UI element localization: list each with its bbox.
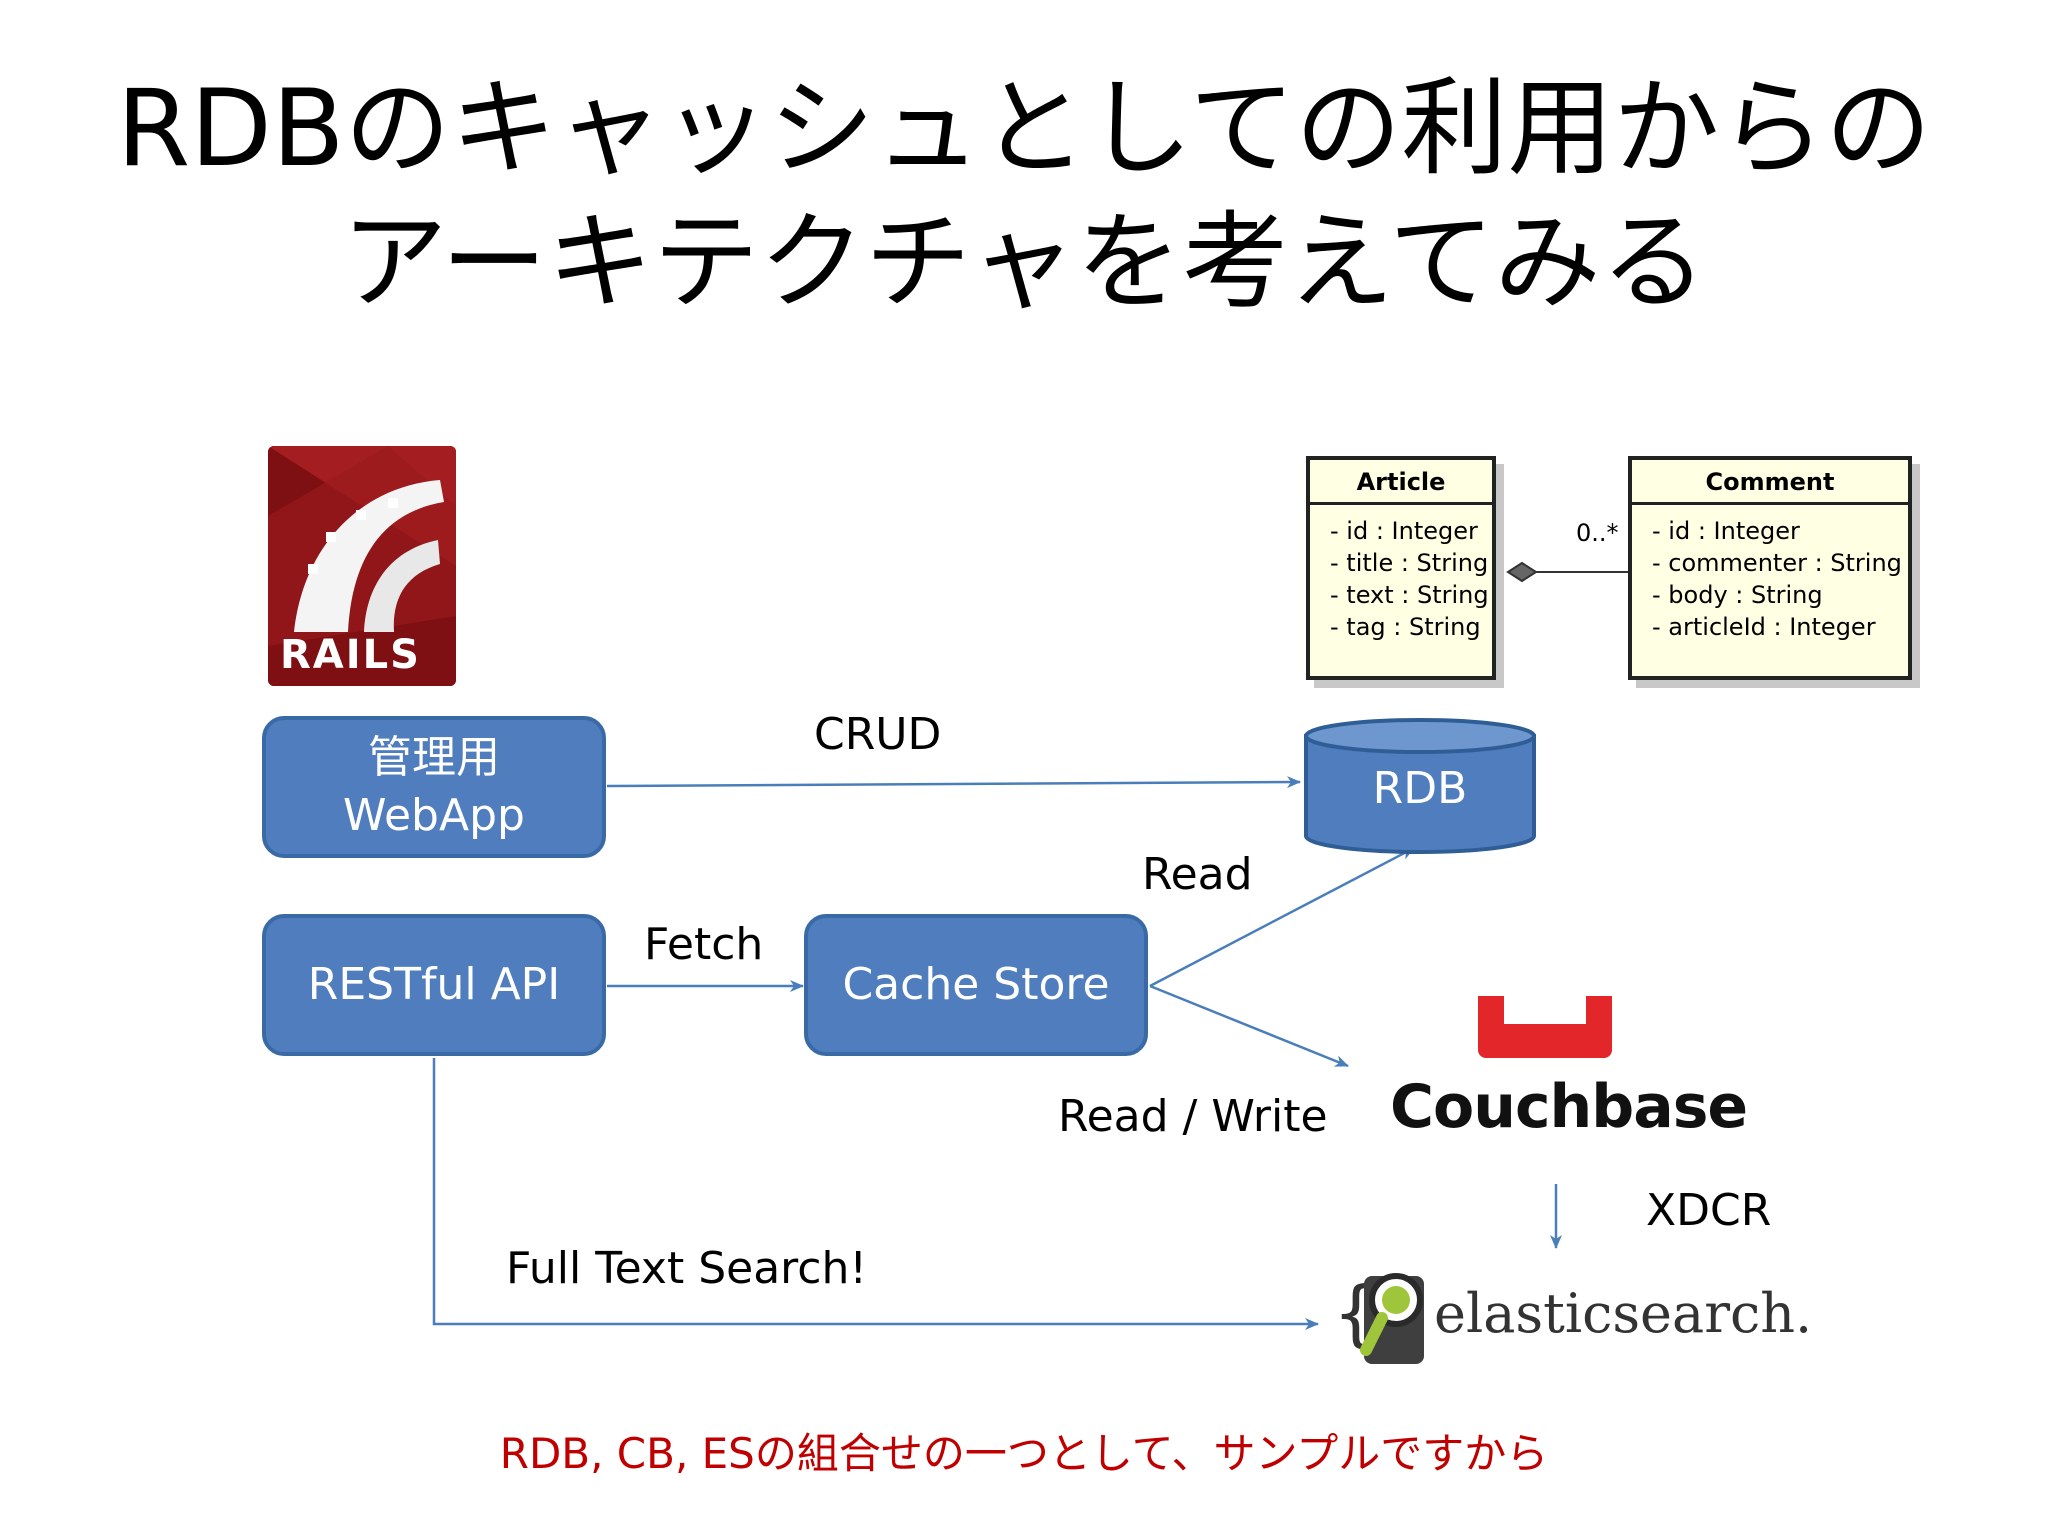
- uml-multiplicity: 0..*: [1576, 519, 1619, 547]
- rdb-label: RDB: [1372, 763, 1468, 814]
- read-label: Read: [1142, 849, 1253, 900]
- crud-arrow: [606, 776, 1301, 789]
- admin-webapp-box: 管理用 WebApp: [262, 716, 606, 858]
- uml-article-name: Article: [1310, 460, 1492, 505]
- rdb-cylinder: [1304, 718, 1536, 854]
- cache-store-label: Cache Store: [842, 959, 1110, 1010]
- xdcr-label: XDCR: [1646, 1185, 1772, 1236]
- read-write-label: Read / Write: [1058, 1091, 1328, 1142]
- elasticsearch-label: elasticsearch.: [1434, 1282, 1813, 1345]
- footer-note: RDB, CB, ESの組合せの一つとして、サンプルですから: [499, 1429, 1549, 1478]
- uml-comment-name: Comment: [1632, 460, 1908, 505]
- couchbase-icon: [1478, 996, 1612, 1058]
- admin-label-line-2: WebApp: [343, 790, 525, 841]
- uml-article-field: - id : Integer: [1330, 517, 1478, 545]
- uml-article-class: Article - id : Integer - title : String …: [1306, 456, 1496, 680]
- restful-api-label: RESTful API: [307, 959, 561, 1010]
- read-write-arrow: [1149, 984, 1349, 1068]
- uml-article-field: - text : String: [1330, 581, 1489, 609]
- full-text-search-label: Full Text Search!: [506, 1243, 868, 1294]
- uml-article-field: - tag : String: [1330, 613, 1481, 641]
- uml-association: [1506, 561, 1640, 583]
- uml-comment-field: - articleId : Integer: [1652, 613, 1876, 641]
- title-line-1: RDBのキャッシュとしての利用からの: [116, 67, 1932, 190]
- elasticsearch-icon: {: [1334, 1271, 1424, 1364]
- rails-icon: [268, 446, 456, 686]
- uml-comment-field: - body : String: [1652, 581, 1823, 609]
- title-line-2: アーキテクチャを考えてみる: [341, 201, 1707, 324]
- uml-comment-field: - id : Integer: [1652, 517, 1800, 545]
- full-text-search-arrow: [432, 1058, 1319, 1330]
- restful-api-box: RESTful API: [262, 914, 606, 1056]
- cache-store-box: Cache Store: [804, 914, 1148, 1056]
- uml-comment-field: - commenter : String: [1652, 549, 1902, 577]
- crud-label: CRUD: [814, 709, 942, 760]
- read-arrow: [1149, 846, 1415, 988]
- uml-article-field: - title : String: [1330, 549, 1489, 577]
- rails-label: RAILS: [280, 632, 421, 678]
- uml-comment-class: Comment - id : Integer - commenter : Str…: [1628, 456, 1912, 680]
- rails-logo: RAILS: [268, 446, 456, 686]
- fetch-label: Fetch: [644, 919, 764, 970]
- couchbase-label: Couchbase: [1390, 1072, 1748, 1142]
- admin-label-line-1: 管理用: [368, 732, 500, 783]
